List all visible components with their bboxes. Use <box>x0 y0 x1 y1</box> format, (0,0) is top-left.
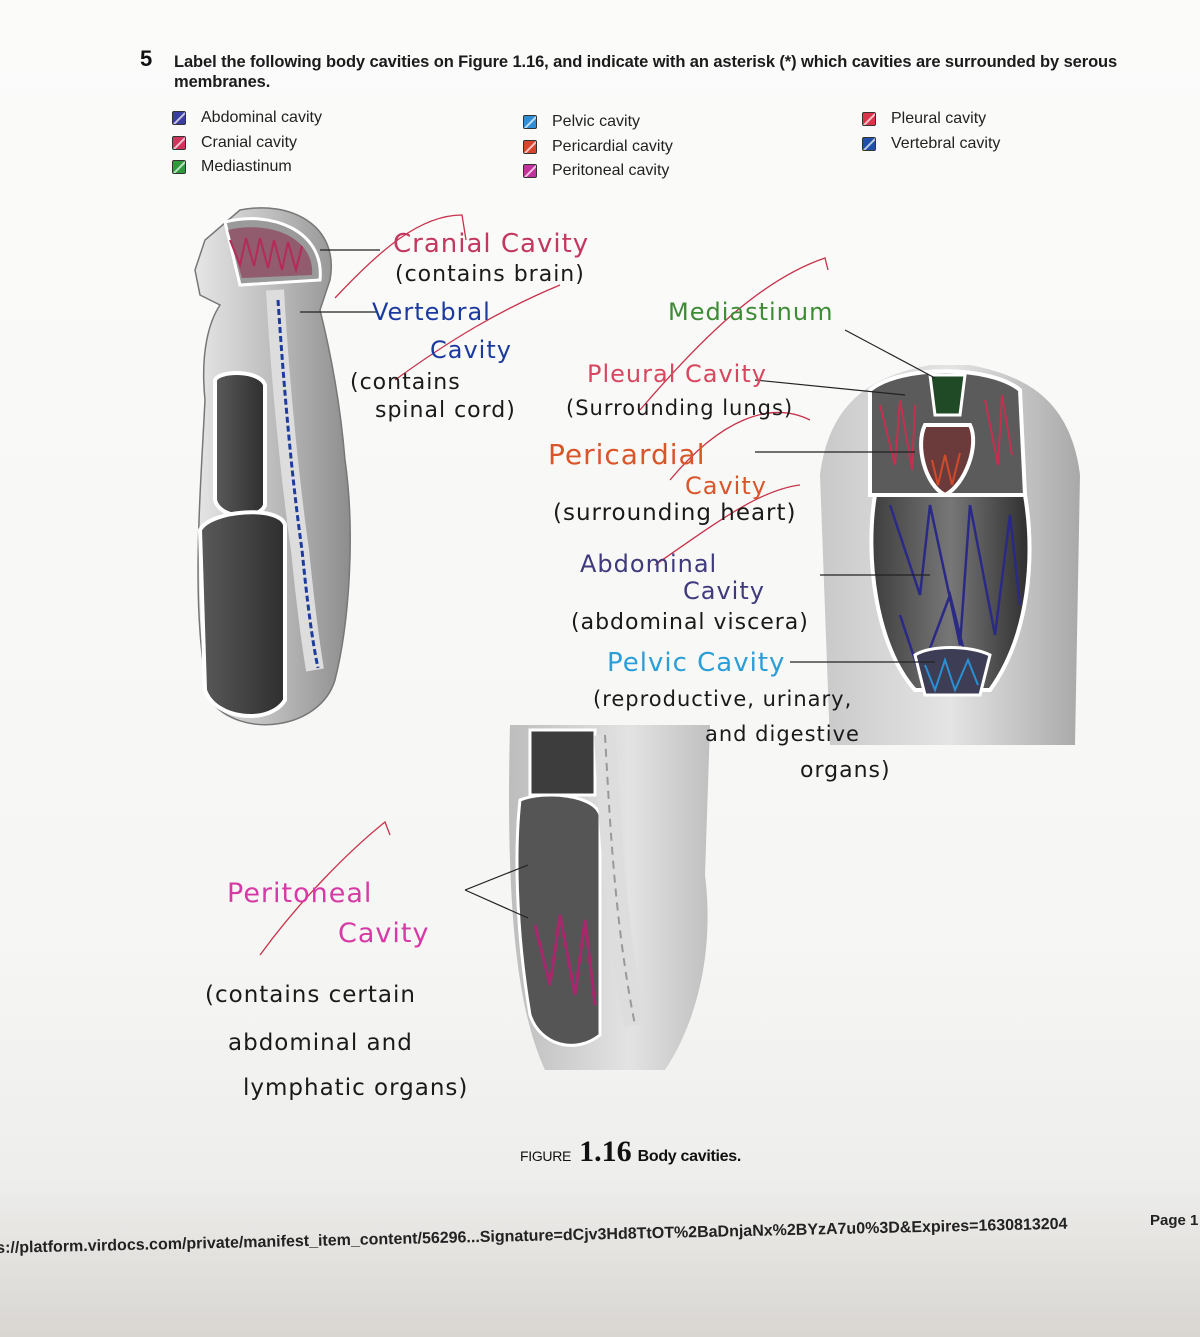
cranial-note: (contains brain) <box>395 262 585 287</box>
question-text: Label the following body cavities on Fig… <box>174 53 1118 91</box>
abdominal-scribble <box>888 504 1022 679</box>
legend-item: Peritoneal cavity <box>523 159 673 184</box>
swatch-icon <box>862 136 876 151</box>
vertebral-note-line1: (contains <box>350 370 461 395</box>
vertebral-scribble <box>276 299 320 669</box>
swatch-icon <box>862 112 876 127</box>
check-marks <box>259 214 829 956</box>
swatch-icon <box>172 160 186 175</box>
pericardial-scribble <box>931 452 961 486</box>
figure-caption: FIGURE 1.16 Body cavities. <box>520 1135 741 1169</box>
peritoneal-note-line1: (contains certain <box>205 982 416 1008</box>
pelvic-label: Pelvic Cavity <box>607 648 786 678</box>
peritoneal-note-line2: abdominal and <box>228 1030 413 1056</box>
legend-label: Peritoneal cavity <box>552 162 670 180</box>
cranial-scribble <box>229 237 303 274</box>
legend-label: Pleural cavity <box>891 110 987 128</box>
sagittal-section-figure <box>509 725 710 1070</box>
legend-item: Mediastinum <box>172 155 322 180</box>
pelvic-scribble <box>924 656 979 693</box>
pericardial-label-line1: Pericardial <box>548 438 706 471</box>
swatch-icon <box>172 135 186 150</box>
mediastinum-label: Mediastinum <box>668 298 834 326</box>
caption-number: 1.16 <box>579 1135 632 1168</box>
legend-item: Pelvic cavity <box>523 110 673 135</box>
pelvic-note-line3: organs) <box>800 758 891 783</box>
peritoneal-label-line1: Peritoneal <box>227 878 373 909</box>
legend-item: Vertebral cavity <box>862 132 1000 157</box>
legend-column-1: Abdominal cavity Cranial cavity Mediasti… <box>172 106 322 180</box>
legend-label: Pelvic cavity <box>552 113 641 131</box>
swatch-icon <box>172 111 186 126</box>
legend-label: Cranial cavity <box>201 133 298 151</box>
peritoneal-note-line3: lymphatic organs) <box>243 1075 469 1101</box>
pleural-note: (Surrounding lungs) <box>566 396 794 420</box>
caption-prefix: FIGURE <box>520 1148 572 1164</box>
legend-label: Vertebral cavity <box>891 134 1001 152</box>
page-number: Page 1 <box>1150 1212 1199 1229</box>
pericardial-label-line2: Cavity <box>685 472 767 500</box>
legend-column-3: Pleural cavity Vertebral cavity <box>862 107 1000 156</box>
pleural-label: Pleural Cavity <box>587 360 767 388</box>
pelvic-note-line1: (reproductive, urinary, <box>593 687 853 711</box>
front-torso-figure <box>820 365 1080 745</box>
question-number: 5 <box>140 46 153 71</box>
legend-label: Abdominal cavity <box>201 109 322 127</box>
legend-item: Cranial cavity <box>172 131 322 156</box>
pleural-scribble <box>879 394 1013 471</box>
peritoneal-label-line2: Cavity <box>338 918 430 949</box>
swatch-icon <box>523 164 537 179</box>
pelvic-note-line2: and digestive <box>705 722 860 746</box>
swatch-icon <box>523 139 537 154</box>
swatch-icon <box>523 115 537 130</box>
leader-line-peritoneal-b <box>464 889 529 919</box>
leader-line-peritoneal-a <box>464 864 529 891</box>
vertebral-label-line2: Cavity <box>430 336 512 364</box>
legend-item: Pericardial cavity <box>523 135 673 160</box>
legend-item: Pleural cavity <box>862 107 1000 132</box>
caption-title: Body cavities. <box>637 1148 742 1165</box>
abdominal-label-line2: Cavity <box>683 577 765 605</box>
legend-column-2: Pelvic cavity Pericardial cavity Periton… <box>523 110 673 184</box>
legend-label: Mediastinum <box>201 158 292 176</box>
abdominal-note: (abdominal viscera) <box>571 610 809 635</box>
cranial-label: Cranial Cavity <box>393 229 590 259</box>
legend-label: Pericardial cavity <box>552 137 673 155</box>
pericardial-note: (surrounding heart) <box>553 500 797 526</box>
peritoneal-scribble <box>533 914 597 1006</box>
side-body-figure <box>194 207 351 726</box>
vertebral-note-line2: spinal cord) <box>375 398 516 423</box>
vertebral-label-line1: Vertebral <box>372 298 491 326</box>
leader-line-mediastinum <box>844 329 936 379</box>
abdominal-label-line1: Abdominal <box>580 550 718 578</box>
legend-item: Abdominal cavity <box>172 106 322 131</box>
leader-line-pleural <box>754 379 906 396</box>
